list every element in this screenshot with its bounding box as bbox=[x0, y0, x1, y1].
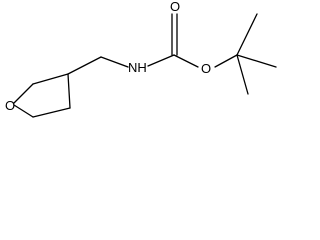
ring-bond-c4-c5 bbox=[32, 107, 71, 118]
chemical-structure: O NH O O bbox=[5, 0, 277, 118]
ring-bond-o-c2 bbox=[13, 83, 34, 104]
bond-c3-ch2 bbox=[67, 56, 102, 75]
ring-bond-c3-c4 bbox=[67, 73, 71, 109]
bond-ester-o-tbu bbox=[214, 54, 238, 68]
carbonyl-oxygen-label: O bbox=[170, 0, 180, 14]
ring-bond-c2-c3 bbox=[32, 73, 69, 85]
bond-carbonyl-ester-o bbox=[173, 54, 199, 68]
bond-n-carbonyl bbox=[147, 54, 175, 67]
tbu-methyl-right bbox=[236, 54, 277, 68]
bond-ch2-n bbox=[100, 56, 129, 68]
ring-bond-c5-o bbox=[13, 104, 34, 118]
nh-label: NH bbox=[128, 60, 147, 75]
ring-oxygen-label: O bbox=[5, 98, 15, 113]
tbu-methyl-bottom bbox=[236, 54, 249, 95]
tbu-methyl-top bbox=[236, 13, 258, 56]
ester-oxygen-label: O bbox=[201, 61, 211, 76]
